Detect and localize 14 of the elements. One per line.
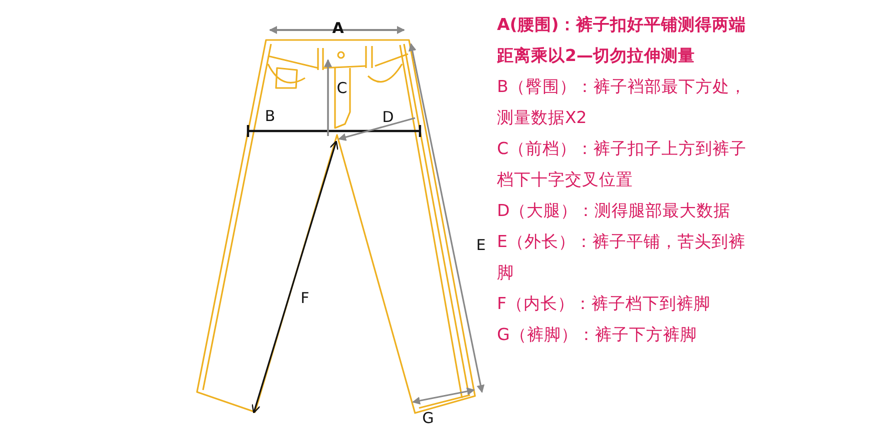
- dimension-letter: F: [300, 290, 310, 306]
- measurement-note: G（裤脚）：裤子下方裤脚: [497, 324, 698, 346]
- dimension-letter: E: [476, 237, 486, 253]
- measurement-note: D（大腿）：测得腿部最大数据: [497, 200, 732, 222]
- measurement-note: E（外长）：裤子平铺，苦头到裤脚: [497, 231, 746, 284]
- dimension-letter: C: [336, 80, 348, 96]
- dimension-letter: B: [264, 108, 276, 124]
- dimension-letter: A: [332, 20, 344, 36]
- measurement-note: C（前档）：裤子扣子上方到裤子档下十字交叉位置: [497, 138, 748, 191]
- measurement-note: B（臀围）：裤子裆部最下方处，测量数据X2: [497, 76, 748, 129]
- measurement-note: F（内长）：裤子档下到裤脚: [497, 293, 712, 315]
- dimension-letter: D: [382, 109, 394, 125]
- measurement-note: A(腰围)：裤子扣好平铺测得两端距离乘以2—切勿拉伸测量: [497, 14, 747, 67]
- dimension-letter: G: [422, 410, 434, 426]
